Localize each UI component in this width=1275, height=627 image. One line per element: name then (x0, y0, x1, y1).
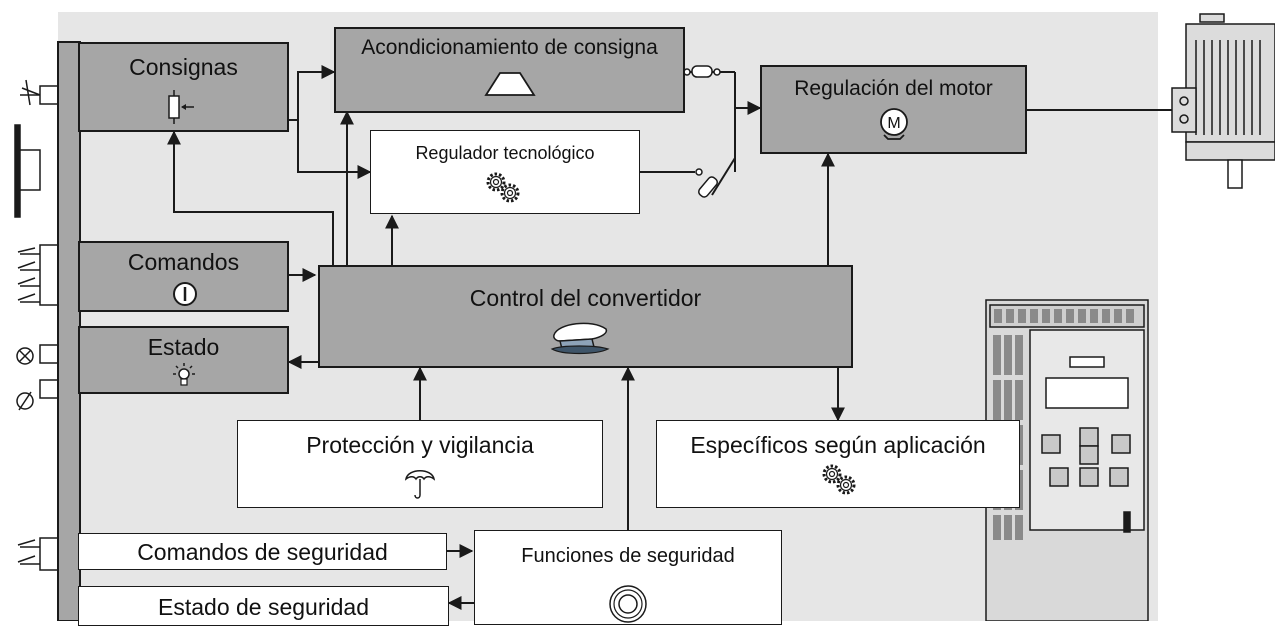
power-icon (173, 282, 197, 306)
especificos-block: Específicos según aplicación (656, 420, 1020, 508)
comandos-seguridad-label: Comandos de seguridad (137, 539, 388, 565)
proteccion-label: Protección y vigilancia (306, 432, 534, 458)
safety-ring-icon (609, 585, 647, 623)
consignas-label: Consignas (129, 54, 238, 80)
especificos-label: Específicos según aplicación (690, 432, 986, 458)
comandos-label: Comandos (127, 249, 240, 275)
umbrella-icon (404, 470, 436, 499)
control-convertidor-label: Control del convertidor (469, 285, 702, 311)
regulacion-motor-block: Regulación del motor M (760, 65, 1027, 154)
acondicionamiento-label: Acondicionamiento de consigna (361, 36, 658, 59)
proteccion-block: Protección y vigilancia (237, 420, 603, 508)
input-terminals (14, 79, 59, 571)
motor-device-icon (1171, 13, 1275, 189)
regulacion-motor-label: Regulación del motor (794, 77, 993, 100)
consignas-block: Consignas (78, 42, 289, 132)
regulador-tecnologico-block: Regulador tecnológico (370, 130, 640, 214)
acondicionamiento-block: Acondicionamiento de consigna (334, 27, 685, 113)
gears-icon (822, 464, 856, 495)
comandos-seguridad-block: Comandos de seguridad (78, 533, 447, 570)
left-bus (57, 41, 81, 621)
potentiometer-icon (168, 90, 194, 124)
estado-block: Estado (78, 326, 289, 394)
motor-symbol: M (887, 115, 900, 132)
motor-icon: M (880, 108, 908, 140)
lamp-icon (173, 363, 195, 386)
comandos-block: Comandos (78, 241, 289, 312)
gears-icon (486, 172, 520, 203)
estado-label: Estado (147, 334, 220, 360)
estado-seguridad-label: Estado de seguridad (158, 594, 369, 620)
funciones-seguridad-block: Funciones de seguridad (474, 530, 782, 625)
switch-symbols (683, 65, 721, 198)
captain-hat-icon (550, 322, 610, 355)
ramp-icon (484, 72, 536, 96)
funciones-seguridad-label: Funciones de seguridad (521, 545, 735, 567)
control-convertidor-block: Control del convertidor (318, 265, 853, 368)
regulador-tecnologico-label: Regulador tecnológico (415, 143, 595, 163)
estado-seguridad-block: Estado de seguridad (78, 586, 449, 626)
